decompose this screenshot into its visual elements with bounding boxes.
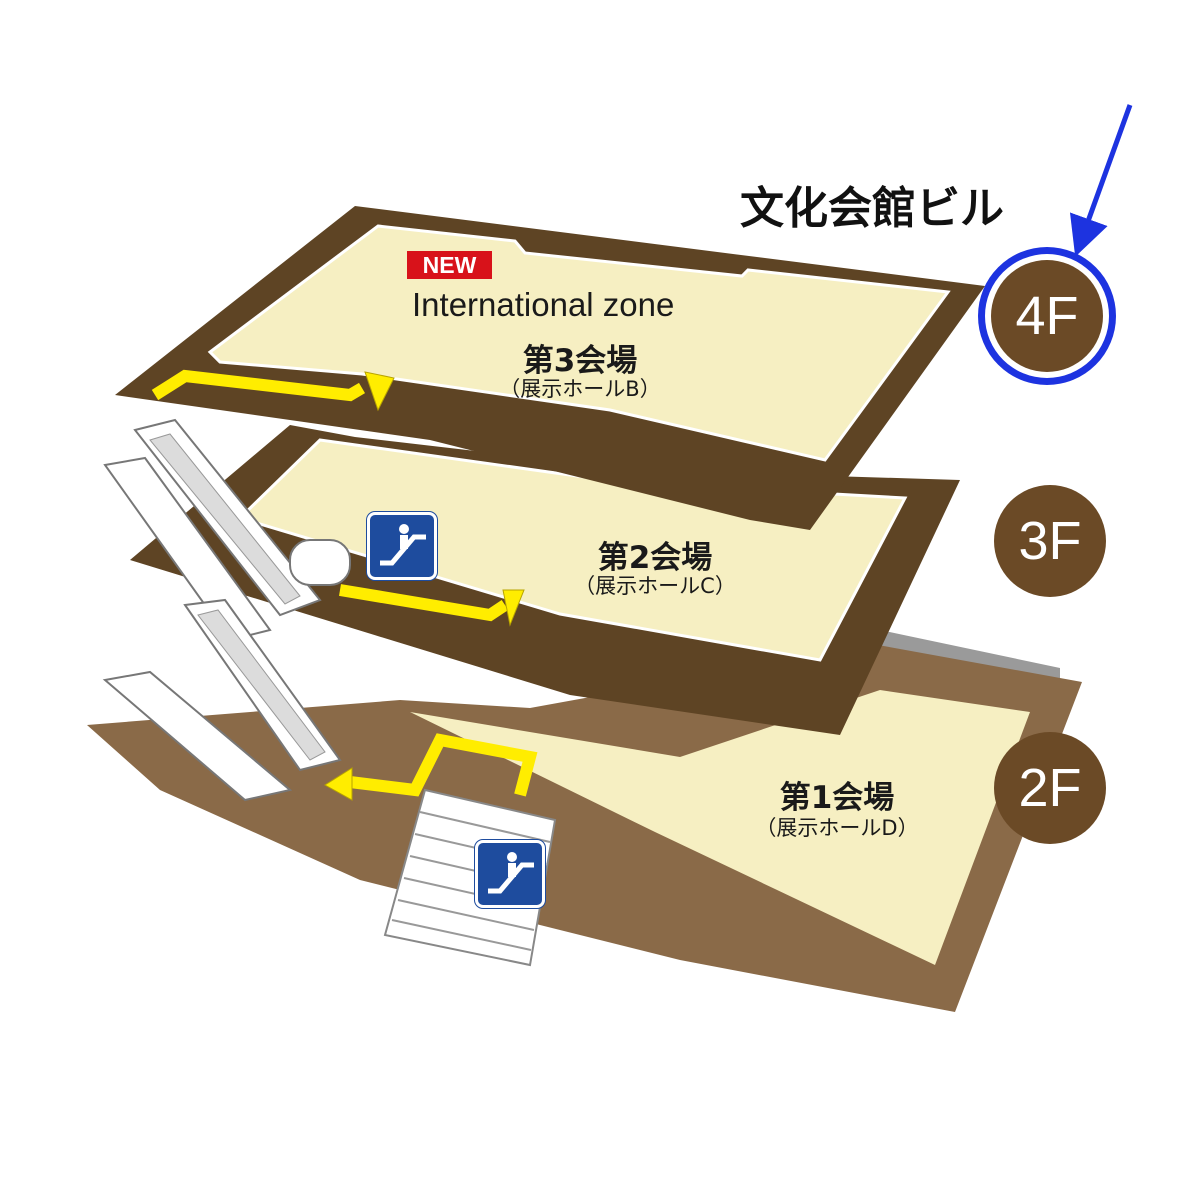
zone-label: International zone bbox=[412, 286, 675, 323]
floor-2f-hall bbox=[410, 690, 1030, 965]
hall-sub-4f: （展示ホールB） bbox=[499, 377, 661, 401]
escalator-sign-icon bbox=[367, 512, 437, 580]
hall-sub-2f: （展示ホールD） bbox=[755, 816, 919, 840]
escalator-sign-icon bbox=[475, 840, 545, 908]
hall-name-3f: 第2会場 bbox=[597, 540, 713, 576]
pointer-arrow-icon bbox=[1069, 104, 1133, 257]
hall-name-4f: 第3会場 bbox=[522, 343, 638, 379]
floor-4f-slab[interactable] bbox=[115, 206, 985, 530]
route-arrow-icon bbox=[151, 369, 538, 797]
floor-badge-2f[interactable]: 2F bbox=[994, 732, 1106, 844]
floor-2f-slab[interactable] bbox=[85, 630, 1082, 1012]
floor-badge-4f[interactable]: 4F bbox=[991, 260, 1103, 372]
hall-sub-3f: （展示ホールC） bbox=[574, 574, 736, 598]
escalator-icon bbox=[102, 418, 351, 802]
building-name: 文化会館ビル bbox=[740, 183, 1004, 234]
new-badge: NEW bbox=[407, 251, 492, 279]
route-arrow-heads bbox=[324, 371, 525, 801]
hall-name-2f: 第1会場 bbox=[779, 780, 895, 816]
floor-badge-3f[interactable]: 3F bbox=[994, 485, 1106, 597]
floor-4f-hall bbox=[207, 224, 951, 462]
